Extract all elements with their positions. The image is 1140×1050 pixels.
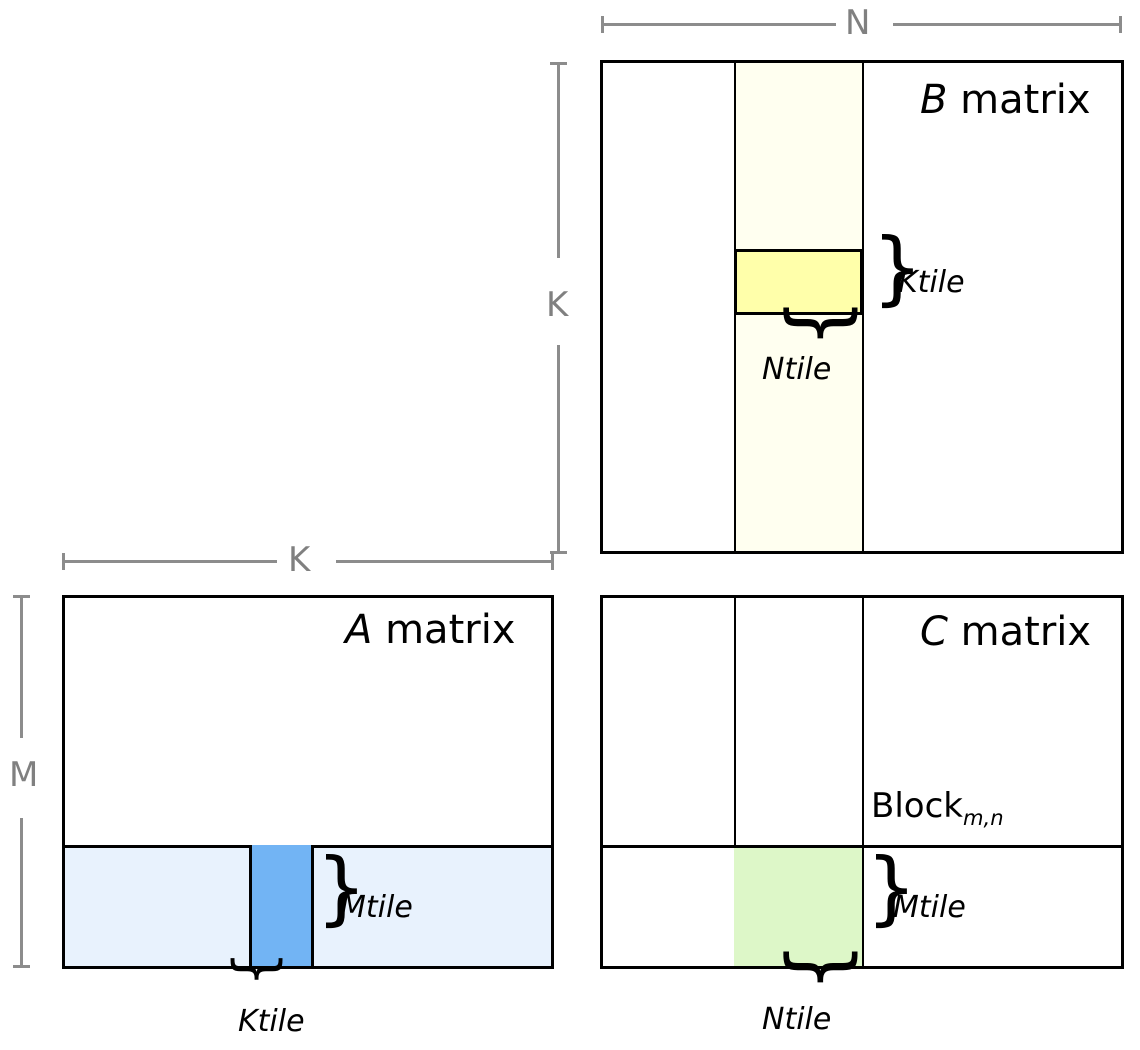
c-matrix-column-left-edge — [734, 598, 736, 966]
c-matrix-title-symbol: C — [920, 609, 948, 655]
a-matrix-box — [62, 595, 554, 969]
dimension-m-label: M — [9, 755, 39, 795]
c-matrix-row-top-edge — [603, 845, 1121, 848]
dimension-k-horizontal-line-left — [62, 560, 277, 563]
b-ktile-label: Ktile — [898, 265, 965, 300]
c-ntile-brace: } — [777, 941, 871, 993]
b-matrix-title-symbol: B — [920, 77, 948, 123]
dimension-n-line-left — [601, 23, 836, 26]
dimension-k-vertical-label: K — [546, 285, 569, 325]
c-matrix-box — [600, 595, 1124, 969]
a-ktile-label: Ktile — [238, 1004, 305, 1039]
b-ktile-brace: } — [872, 221, 923, 314]
b-ntile-label: Ntile — [762, 352, 832, 387]
b-matrix-title-word: matrix — [947, 77, 1091, 123]
c-block-subscript: m,n — [962, 804, 1004, 830]
c-matrix-block-annotation: Blockm,n — [871, 789, 1004, 828]
dimension-m-line-top — [20, 595, 23, 738]
dimension-m-line-bottom — [20, 818, 23, 968]
c-ntile-label: Ntile — [762, 1002, 832, 1037]
c-matrix-title: C matrix — [920, 612, 1091, 652]
dimension-k-horizontal-label: K — [288, 540, 311, 580]
dimension-k-horizontal-cap-right — [551, 553, 554, 570]
dimension-n-line-right — [893, 23, 1121, 26]
a-ktile-brace: } — [225, 951, 291, 987]
b-matrix-panel-right-edge — [862, 63, 864, 551]
b-matrix-title: B matrix — [920, 80, 1091, 120]
c-mtile-label: Mtile — [893, 890, 966, 925]
a-matrix-title-symbol: A — [345, 607, 373, 653]
c-matrix-column-right-edge — [862, 598, 864, 966]
dimension-k-vertical-line-top — [557, 62, 560, 258]
a-matrix-title-word: matrix — [372, 607, 516, 653]
b-matrix-box — [600, 60, 1124, 554]
dimension-n-cap-right — [1119, 16, 1122, 33]
b-ntile-brace: } — [777, 297, 871, 349]
c-matrix-output-tile — [734, 848, 862, 966]
c-matrix-title-word: matrix — [947, 609, 1092, 655]
b-matrix-ktile-block — [734, 249, 863, 315]
a-mtile-label: Mtile — [340, 890, 413, 925]
a-matrix-title: A matrix — [345, 610, 515, 650]
dimension-k-vertical-cap-bottom — [550, 551, 567, 554]
c-mtile-brace: } — [866, 841, 917, 934]
dimension-n-label: N — [845, 3, 871, 43]
dimension-k-vertical-line-bottom — [557, 345, 560, 553]
a-matrix-ktile-block — [249, 845, 314, 966]
dimension-k-horizontal-line-right — [336, 560, 553, 563]
c-block-text: Block — [871, 786, 963, 826]
a-mtile-brace: } — [316, 841, 367, 934]
dimension-m-cap-bottom — [13, 965, 30, 968]
